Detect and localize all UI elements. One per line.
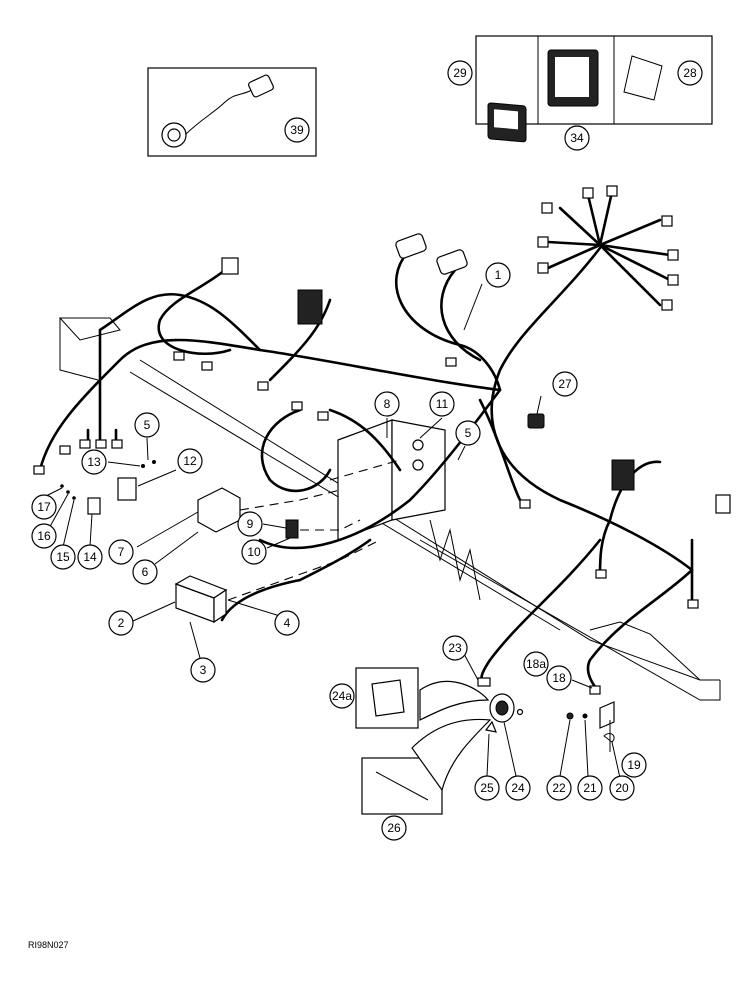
callout-29-label: 29 [453,66,467,80]
callout-5-left-label: 5 [144,418,151,432]
callout-15: 15 [50,544,76,570]
callout-6: 6 [132,559,158,585]
callout-20: 20 [609,775,635,801]
callout-21: 21 [577,775,603,801]
callout-17: 17 [31,494,57,520]
callout-13: 13 [81,449,107,475]
connector-starburst [537,185,679,311]
callout-24-label: 24 [511,781,525,795]
callout-7-label: 7 [118,545,125,559]
harness-connectors [33,233,731,695]
callout-4: 4 [274,610,300,636]
callout-20-label: 20 [615,781,629,795]
hardware-group [484,693,615,743]
callout-3-label: 3 [200,663,207,677]
drawing-code: RI98N027 [28,940,69,950]
callout-9-label: 9 [247,517,254,531]
inset-display-parts [475,35,713,143]
callout-34: 34 [564,125,590,151]
callout-2: 2 [108,610,134,636]
callout-10: 10 [241,539,267,565]
callout-16-label: 16 [37,529,51,543]
callout-21-label: 21 [583,781,597,795]
callout-28: 28 [677,60,703,86]
callout-18a: 18a [523,651,549,677]
callout-29: 29 [447,60,473,86]
callout-14: 14 [77,544,103,570]
callout-27-label: 27 [558,377,572,391]
callout-5-right: 5 [455,420,481,446]
callout-13-label: 13 [87,455,101,469]
callout-4-label: 4 [284,616,291,630]
callout-23-label: 23 [448,641,462,655]
callout-18-label: 18 [552,671,566,685]
callout-39-label: 39 [290,123,304,137]
callout-6-label: 6 [142,565,149,579]
callout-34-label: 34 [570,131,584,145]
callout-26-label: 26 [387,821,401,835]
callout-11-label: 11 [436,397,449,411]
callout-24a-label: 24a [332,689,352,703]
callout-8-label: 8 [384,397,391,411]
callout-24: 24 [505,775,531,801]
callout-12: 12 [177,448,203,474]
inset-26-rod [361,718,492,815]
callout-1-label: 1 [495,268,502,282]
callout-25-label: 25 [480,781,494,795]
callout-1: 1 [485,262,511,288]
leader-lines [43,283,621,779]
callout-9: 9 [237,511,263,537]
callout-22-label: 22 [552,781,566,795]
callout-10-label: 10 [247,545,261,559]
callout-5-right-label: 5 [465,426,472,440]
callout-18: 18 [546,665,572,691]
callout-3: 3 [190,657,216,683]
callout-12-label: 12 [183,454,197,468]
callout-23: 23 [442,635,468,661]
callout-26: 26 [381,815,407,841]
callout-7: 7 [108,539,134,565]
callout-14-label: 14 [83,550,97,564]
callout-22: 22 [546,775,572,801]
mounting-bracket [337,419,446,541]
callout-19: 19 [621,752,647,778]
callout-18a-label: 18a [526,657,546,671]
assembly-lines [227,459,401,601]
inset-39-cable [147,67,317,157]
callout-28-label: 28 [683,66,697,80]
callout-2-label: 2 [118,616,125,630]
callout-11: 11 [429,391,455,417]
callout-39: 39 [284,117,310,143]
callout-25: 25 [474,775,500,801]
callout-5-left: 5 [134,412,160,438]
callout-16: 16 [31,523,57,549]
callout-15-label: 15 [56,550,70,564]
callout-17-label: 17 [37,500,51,514]
callout-24a: 24a [329,683,355,709]
callout-27: 27 [552,371,578,397]
callout-19-label: 19 [627,758,641,772]
inset-24a-bracket [355,667,490,729]
callout-8: 8 [374,391,400,417]
